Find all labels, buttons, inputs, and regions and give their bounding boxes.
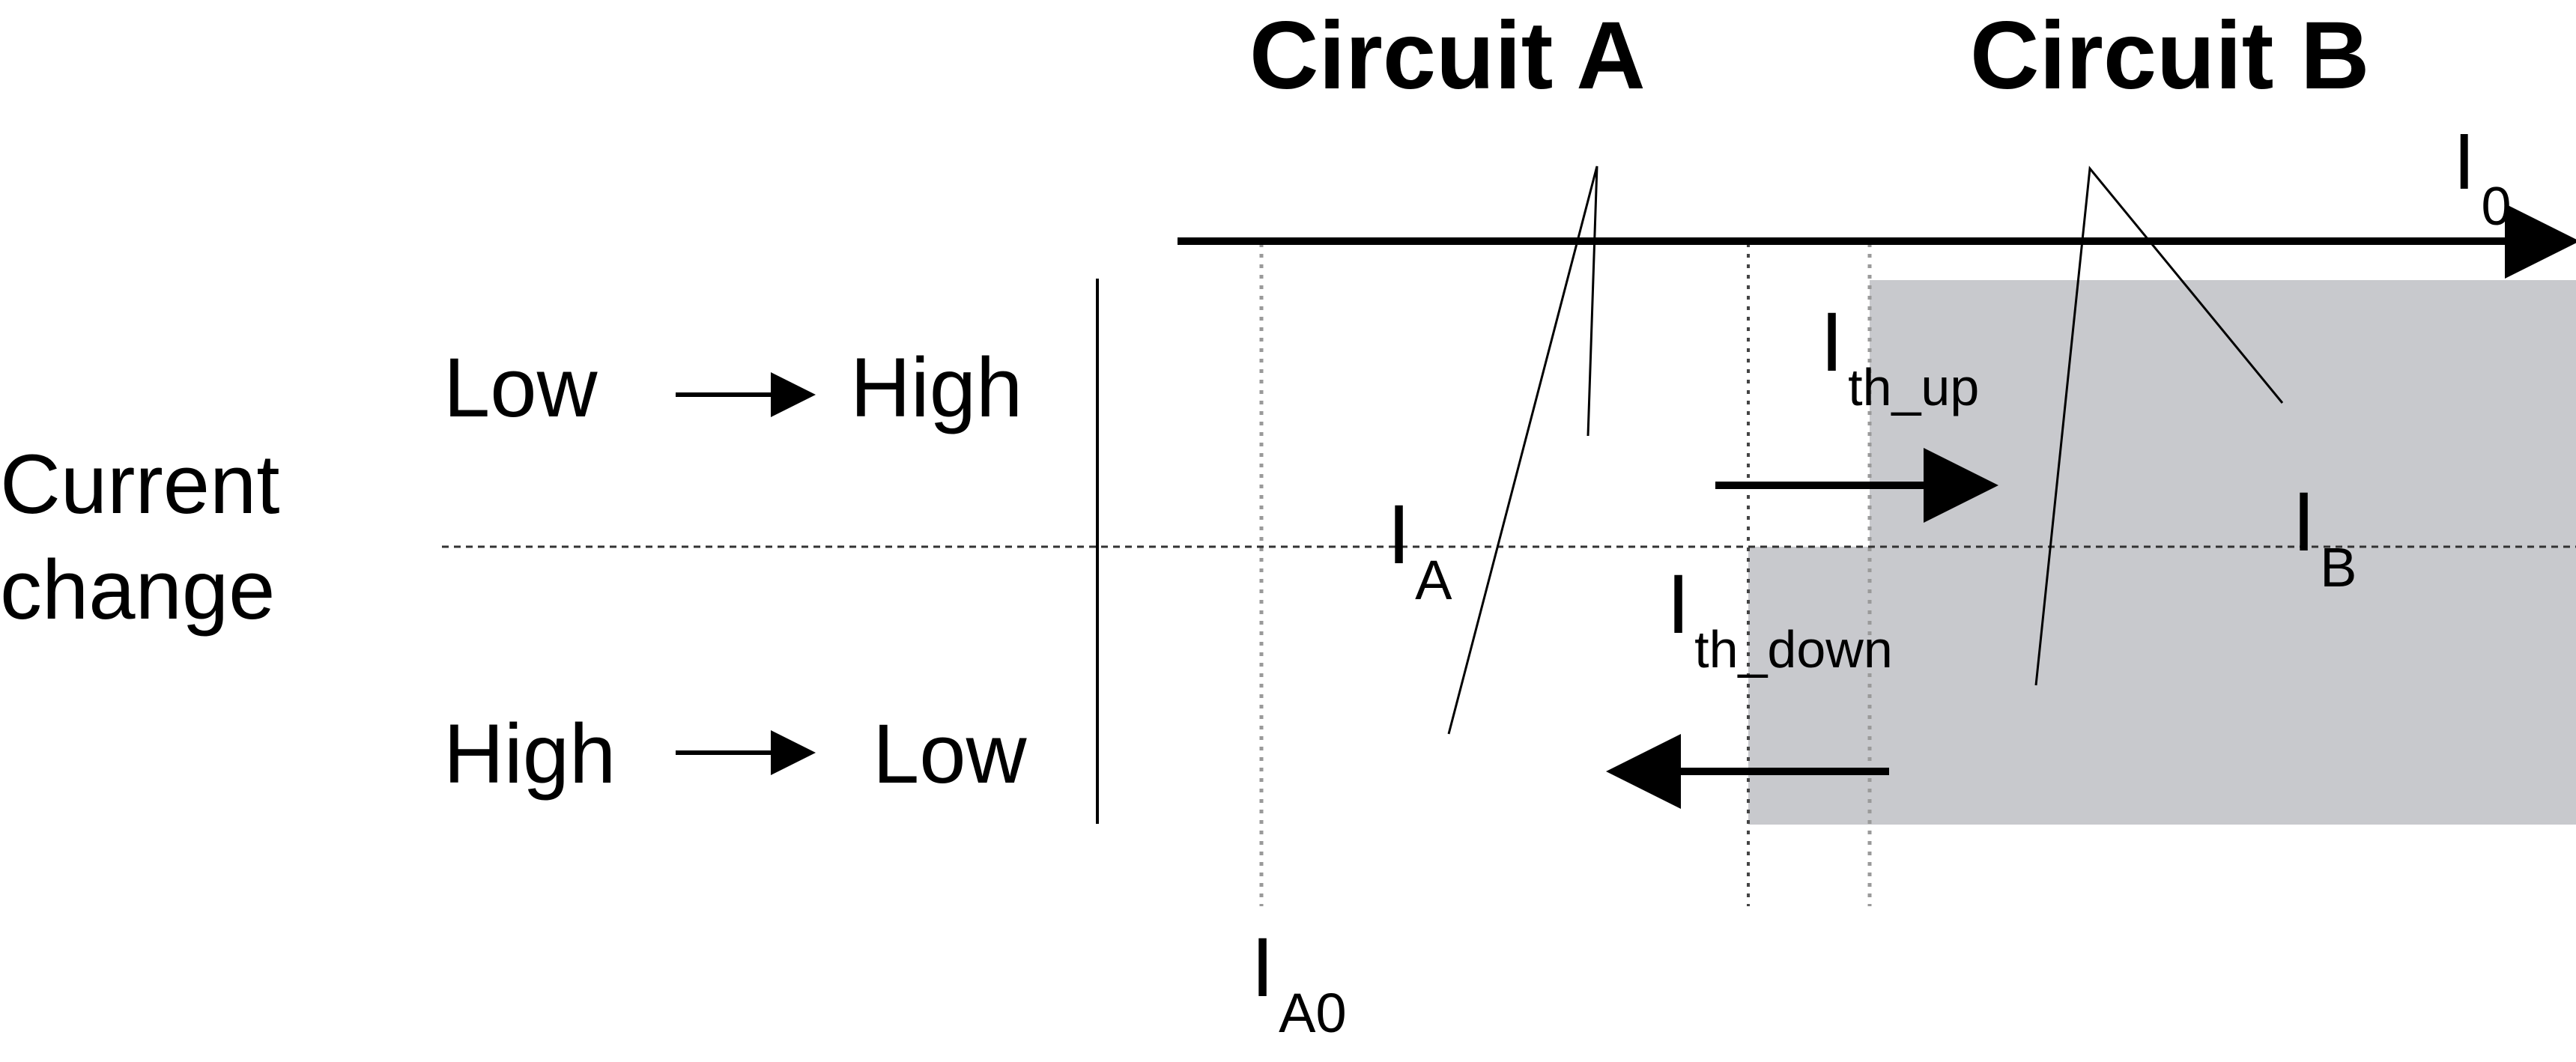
row-up-to-label: High <box>850 341 1022 434</box>
ib-main: I <box>2292 475 2315 568</box>
ith-up-subscript: th_up <box>1848 358 1979 416</box>
i0-main: I <box>2453 118 2475 206</box>
ia-main: I <box>1387 488 1410 581</box>
ia0-subscript: A0 <box>1279 982 1347 1044</box>
ith-down-main: I <box>1667 557 1690 651</box>
ia0-label: IA0 <box>1251 920 1347 1044</box>
circuit-a-callout-lines <box>1447 166 1598 735</box>
ith-down-subscript: th_down <box>1694 620 1893 679</box>
ia-label: IA <box>1387 488 1452 611</box>
circuit-b-callout-lines <box>2034 166 2284 686</box>
high-current-shade-lower <box>1748 547 2576 825</box>
ib-subscript: B <box>2320 536 2357 598</box>
row-up-from-label: Low <box>443 341 598 434</box>
row-down-from-label: High <box>443 707 616 801</box>
ib-label: IB <box>2292 475 2357 598</box>
row-down-to-label: Low <box>873 707 1028 801</box>
ith-down-label: Ith_down <box>1667 557 1893 679</box>
i0-label: I0 <box>2453 118 2512 237</box>
i0-subscript: 0 <box>2481 177 2511 237</box>
circuit-b-title: Circuit B <box>1970 2 2369 109</box>
ia0-main: I <box>1251 920 1274 1014</box>
circuit-a-title: Circuit A <box>1249 2 1646 109</box>
row-header-change: change <box>0 543 275 637</box>
ith-up-main: I <box>1820 295 1843 389</box>
row-header-current: Current <box>0 437 279 531</box>
ith-up-label: Ith_up <box>1820 295 1979 416</box>
ia-subscript: A <box>1415 549 1452 611</box>
